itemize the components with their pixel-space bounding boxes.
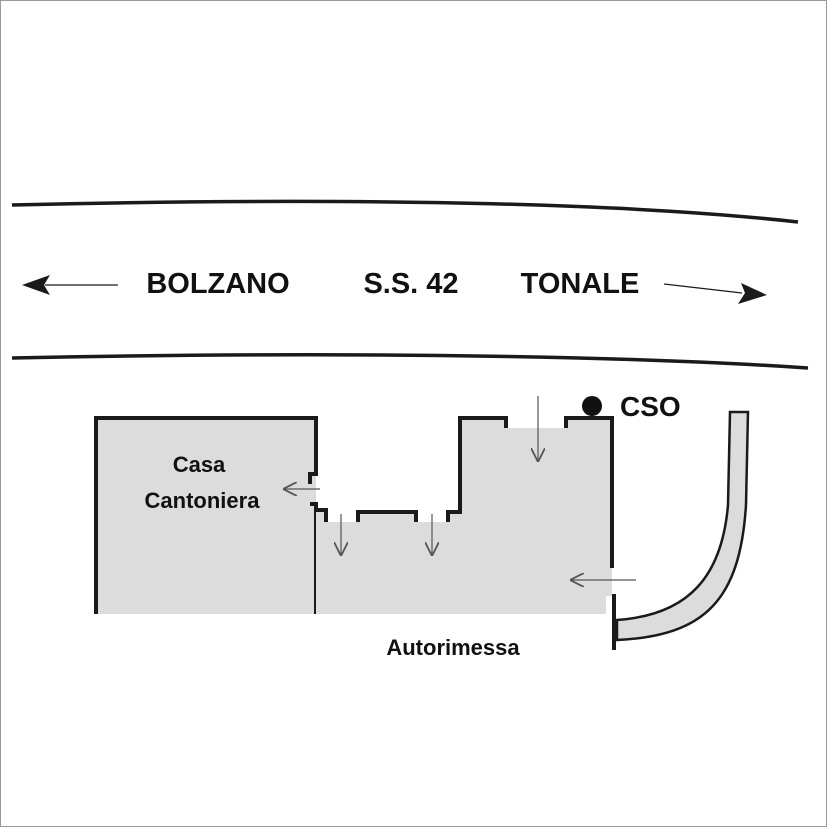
outfall-pipe bbox=[615, 410, 750, 642]
garage-label: Autorimessa bbox=[386, 635, 520, 660]
left-direction-arrow-icon bbox=[22, 275, 118, 295]
casa-cantoniera-building bbox=[94, 416, 318, 614]
road-edge-top bbox=[11, 199, 799, 224]
house-label-line1: Casa bbox=[173, 452, 226, 477]
road-name-label: S.S. 42 bbox=[363, 268, 458, 300]
road-edge-bottom bbox=[11, 353, 809, 370]
right-direction-arrow-icon bbox=[663, 283, 767, 304]
house-label-line2: Cantoniera bbox=[145, 488, 261, 513]
cso-label: CSO bbox=[620, 391, 681, 422]
right-destination-label: TONALE bbox=[521, 268, 640, 300]
cso-marker-icon bbox=[582, 396, 602, 416]
autorimessa-building bbox=[316, 416, 616, 650]
left-destination-label: BOLZANO bbox=[146, 268, 289, 300]
